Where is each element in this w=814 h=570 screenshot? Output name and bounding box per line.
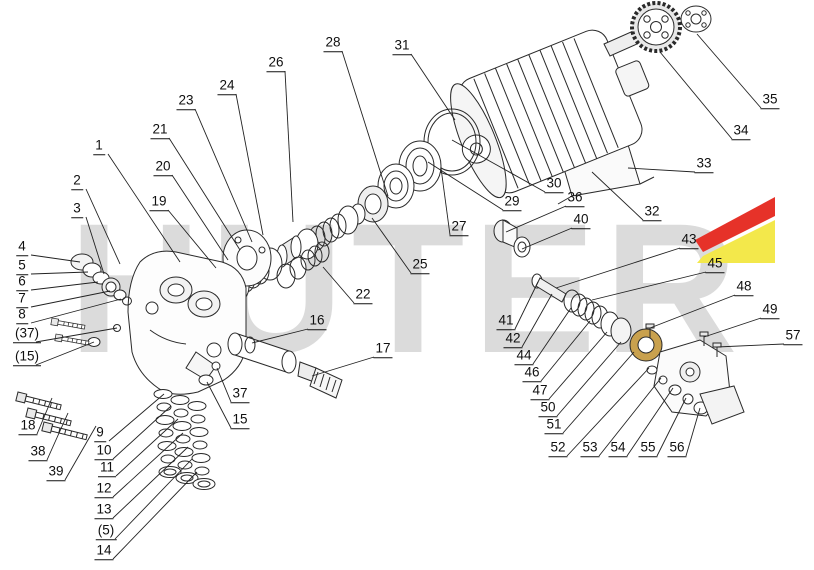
brand-logo-icon: [695, 197, 775, 263]
valve-stacks: [153, 389, 216, 490]
bearing-flange: [680, 5, 712, 33]
leader-lines: [30, 33, 785, 560]
outlet-tube: [227, 332, 297, 374]
inlet-fitting: [70, 253, 132, 347]
thermal-valve: [493, 219, 531, 258]
pressure-switch: [699, 385, 745, 425]
unloader-assembly: [645, 323, 745, 425]
outlet-fitting: [297, 361, 343, 399]
check-valve-parts: [198, 361, 221, 386]
drive-gear: [630, 1, 682, 53]
oring-and-bearings: [357, 108, 481, 223]
bypass-piston-assembly: [531, 273, 663, 362]
motor-assembly: [450, 27, 655, 205]
pump-manifold: [127, 250, 247, 395]
outlet-oring: [244, 336, 256, 354]
